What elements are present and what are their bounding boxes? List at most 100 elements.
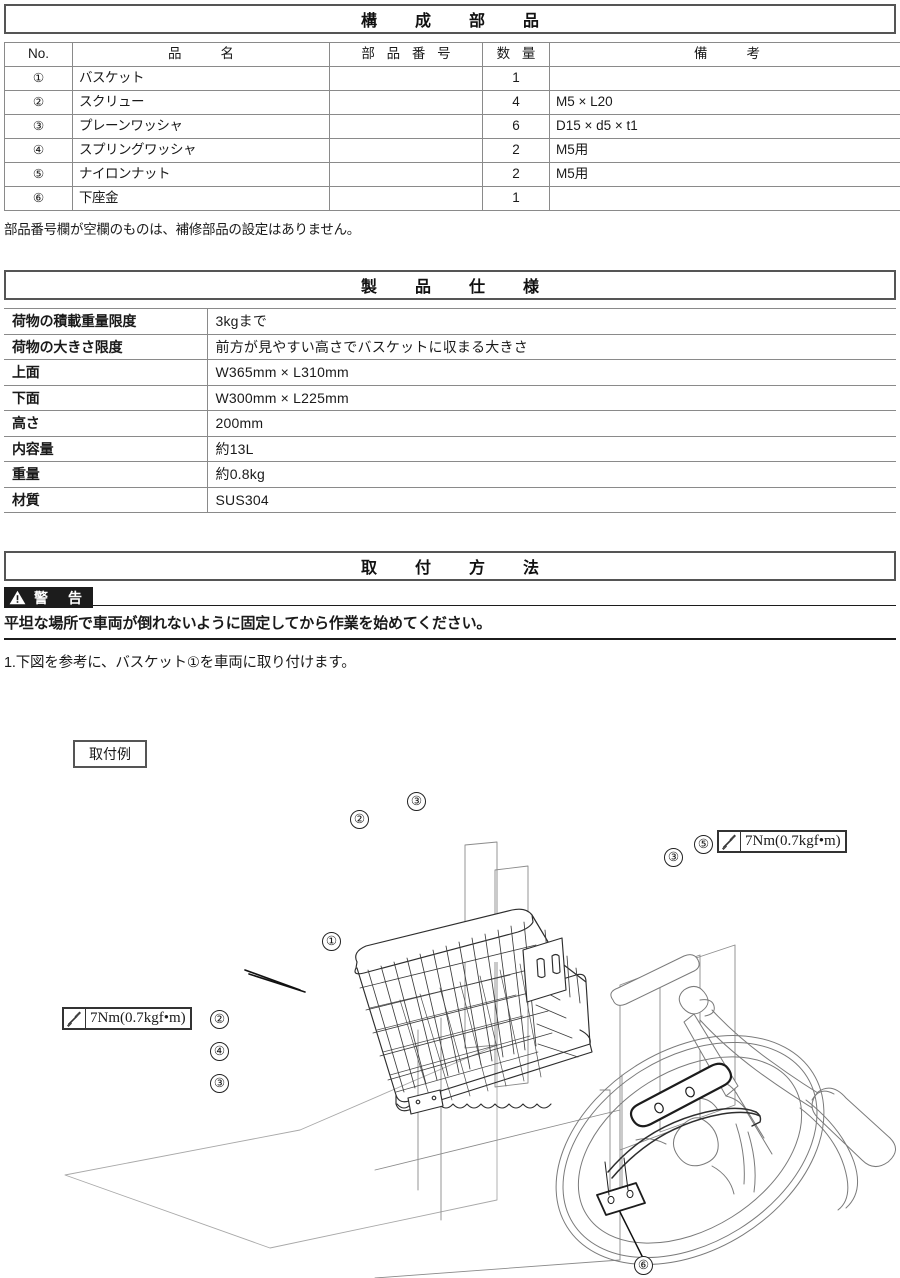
warning-block: 警 告 平坦な場所で車両が倒れないように固定してから作業を始めてください。: [4, 587, 896, 640]
spec-label: 荷物の大きさ限度: [4, 333, 208, 360]
install-section-header: 取 付 方 法: [4, 551, 896, 581]
parts-section-header: 構 成 部 品: [4, 4, 896, 34]
spec-label: 内容量: [4, 435, 208, 462]
install-section-title: 取 付 方 法: [360, 560, 550, 577]
parts-section-title: 構 成 部 品: [360, 13, 550, 30]
parts-header-no: No.: [4, 42, 73, 67]
warning-label: 警 告: [34, 589, 85, 606]
parts-table-note: 部品番号欄が空欄のものは、補修部品の設定はありません。: [4, 222, 360, 237]
parts-cell-no: ①: [4, 66, 73, 91]
wrench-icon: [719, 831, 741, 852]
table-row: ⑥ 下座金 1: [4, 186, 900, 211]
parts-section: 構 成 部 品 No. 品 名 部 品 番 号 数 量 備 考 ① バスケット …: [4, 4, 900, 238]
spec-label: 上面: [4, 359, 208, 386]
parts-cell-remarks: [549, 66, 900, 91]
parts-header-remarks: 備 考: [549, 42, 900, 67]
parts-cell-partno: [329, 138, 483, 163]
parts-cell-name: 下座金: [72, 186, 330, 211]
table-row: 高さ 200mm: [4, 410, 896, 437]
table-row: 上面 W365mm × L310mm: [4, 359, 896, 386]
parts-cell-remarks: [549, 186, 900, 211]
warning-triangle-icon: [9, 590, 26, 605]
parts-cell-qty: 1: [482, 186, 550, 211]
install-section: 取 付 方 法 警 告 平坦な場所で車両が倒れないように固定してから作業を始めて…: [4, 551, 896, 672]
spec-value: SUS304: [207, 486, 896, 513]
parts-cell-remarks: M5用: [549, 162, 900, 187]
parts-cell-name: バスケット: [72, 66, 330, 91]
spec-table: 荷物の積載重量限度 3kgまで 荷物の大きさ限度 前方が見やすい高さでバスケット…: [4, 308, 896, 513]
spec-label: 重量: [4, 461, 208, 488]
torque-spec-left: 7Nm(0.7kgf•m): [62, 1007, 192, 1030]
warning-rule: [93, 605, 896, 606]
table-row: 重量 約0.8kg: [4, 461, 896, 488]
spec-label: 高さ: [4, 410, 208, 437]
torque-spec-right: 7Nm(0.7kgf•m): [717, 830, 847, 853]
table-row: ③ プレーンワッシャ 6 D15 × d5 × t1: [4, 114, 900, 139]
parts-cell-remarks: D15 × d5 × t1: [549, 114, 900, 139]
spec-value: 約13L: [207, 435, 896, 462]
parts-cell-partno: [329, 114, 483, 139]
spec-value: 前方が見やすい高さでバスケットに収まる大きさ: [207, 333, 896, 360]
torque-value-left: 7Nm(0.7kgf•m): [90, 1010, 186, 1026]
spec-value: 3kgまで: [207, 308, 896, 335]
callout-3-right: ③: [664, 848, 683, 867]
callout-2-left: ②: [210, 1010, 229, 1029]
table-row: ④ スプリングワッシャ 2 M5用: [4, 138, 900, 163]
spec-section: 製 品 仕 様 荷物の積載重量限度 3kgまで 荷物の大きさ限度 前方が見やすい…: [4, 270, 896, 513]
table-row: 荷物の積載重量限度 3kgまで: [4, 308, 896, 335]
parts-header-name: 品 名: [72, 42, 330, 67]
spec-value: 約0.8kg: [207, 461, 896, 488]
carrier-stay: [629, 1062, 733, 1128]
parts-cell-qty: 6: [482, 114, 550, 139]
spec-label: 材質: [4, 486, 208, 513]
parts-cell-qty: 4: [482, 90, 550, 115]
parts-cell-no: ④: [4, 138, 73, 163]
callout-5-right: ⑤: [694, 835, 713, 854]
warning-badge-row: 警 告: [4, 587, 896, 608]
parts-cell-remarks: M5用: [549, 138, 900, 163]
callout-3-left: ③: [210, 1074, 229, 1093]
spec-label: 荷物の積載重量限度: [4, 308, 208, 335]
callout-1-basket: ①: [322, 932, 341, 951]
parts-cell-remarks: M5 × L20: [549, 90, 900, 115]
spec-section-header: 製 品 仕 様: [4, 270, 896, 300]
spec-value: W300mm × L225mm: [207, 384, 896, 411]
status-badge: 警 告: [4, 587, 93, 608]
parts-cell-partno: [329, 66, 483, 91]
callout-6-bottom: ⑥: [634, 1256, 653, 1275]
parts-cell-name: プレーンワッシャ: [72, 114, 330, 139]
wrench-icon: [64, 1008, 86, 1029]
parts-cell-qty: 2: [482, 138, 550, 163]
torque-value-right: 7Nm(0.7kgf•m): [745, 833, 841, 849]
table-row: 下面 W300mm × L225mm: [4, 384, 896, 411]
table-row: ⑤ ナイロンナット 2 M5用: [4, 162, 900, 187]
parts-cell-partno: [329, 90, 483, 115]
spec-label: 下面: [4, 384, 208, 411]
install-step-1: 1.下図を参考に、バスケット①を車両に取り付けます。: [4, 655, 356, 671]
parts-cell-name: スプリングワッシャ: [72, 138, 330, 163]
parts-header-qty: 数 量: [482, 42, 550, 67]
parts-cell-partno: [329, 186, 483, 211]
parts-cell-name: ナイロンナット: [72, 162, 330, 187]
installation-diagram: 取付例: [0, 700, 900, 1278]
table-row: 内容量 約13L: [4, 435, 896, 462]
table-row: ① バスケット 1: [4, 66, 900, 91]
basket: [244, 908, 593, 1115]
parts-header-partno: 部 品 番 号: [329, 42, 483, 67]
parts-cell-no: ⑤: [4, 162, 73, 187]
callout-2-top: ②: [350, 810, 369, 829]
parts-table-header-row: No. 品 名 部 品 番 号 数 量 備 考: [4, 42, 900, 67]
guide-lines: [64, 841, 736, 1278]
parts-cell-qty: 2: [482, 162, 550, 187]
example-label: 取付例: [73, 740, 147, 768]
under-plate: [596, 1157, 646, 1216]
parts-cell-no: ③: [4, 114, 73, 139]
spec-value: 200mm: [207, 410, 896, 437]
callout-4-left: ④: [210, 1042, 229, 1061]
parts-cell-name: スクリュー: [72, 90, 330, 115]
table-row: 荷物の大きさ限度 前方が見やすい高さでバスケットに収まる大きさ: [4, 333, 896, 360]
callout-3-top: ③: [407, 792, 426, 811]
parts-cell-qty: 1: [482, 66, 550, 91]
exploded-view-drawing: [64, 841, 896, 1278]
spec-section-title: 製 品 仕 様: [360, 279, 550, 296]
